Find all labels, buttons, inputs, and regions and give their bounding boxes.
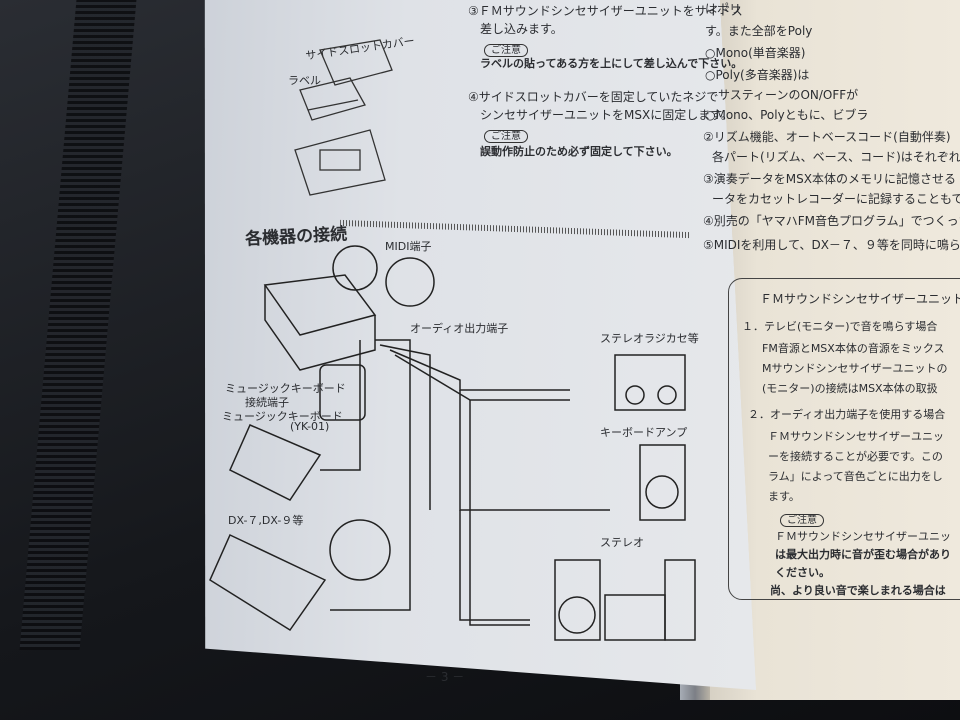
label-keyboard-port-2: 接続端子 — [245, 396, 289, 409]
label-stereo: ステレオ — [600, 536, 644, 549]
right-line: ⑤MIDIを利用して、DX－７、９等を同時に鳴ら — [703, 238, 960, 252]
step-4-line1: ④サイドスロットカバーを固定していたネジで — [468, 90, 719, 104]
label-radio: ステレオラジカセ等 — [600, 332, 699, 345]
notice-item: １．テレビ(モニター)で音を鳴らす場合 — [742, 320, 938, 333]
label-keyboard: ミュージックキーボード — [222, 410, 343, 423]
slot-illustration — [294, 39, 393, 196]
notice-note: ＦＭサウンドシンセサイザーユニッ — [775, 530, 951, 543]
notice-note: 尚、より良い音で楽しまれる場合は — [770, 584, 946, 597]
right-line: ○Mono、Polyともに、ビブラ — [705, 108, 869, 122]
keyboard-amp — [639, 444, 686, 521]
audio-callout — [385, 257, 435, 307]
label-audio-out: オーディオ出力端子 — [410, 322, 509, 335]
right-line: ータをカセットレコーダーに記録することもで — [712, 192, 960, 206]
notice-item: ーを接続することが必要です。この — [768, 450, 943, 463]
notice-item: Mサウンドシンセサイザーユニットの — [762, 362, 948, 375]
note-text-1: ラベルの貼ってある方を上にして差し込んで下さい。 — [480, 57, 743, 70]
notice-box — [728, 278, 960, 600]
connection-diagram — [209, 245, 696, 641]
midi-callout — [332, 245, 378, 291]
midi-callout-dx — [329, 519, 391, 581]
notice-item: ラム」によって音色ごとに出力をし — [768, 470, 943, 483]
step-3-line1: ③ＦＭサウンドシンセサイザーユニットをサイドス — [468, 4, 743, 18]
notice-item: ２．オーディオ出力端子を使用する場合 — [748, 408, 946, 421]
notice-item: ＦＭサウンドシンセサイザーユニッ — [768, 430, 944, 443]
label-dx: DX-７,DX-９等 — [228, 514, 304, 527]
step-3-line2: 差し込みます。 — [480, 22, 563, 36]
right-line: サスティーンのON/OFFが — [718, 88, 859, 102]
label-keyboard-model: (YK-01) — [290, 420, 330, 433]
right-line: 各パート(リズム、ベース、コード)はそれぞれ — [712, 150, 960, 164]
note-badge: ご注意 — [484, 130, 528, 143]
step-4-line2: シンセサイザーユニットをMSXに固定します。 — [480, 108, 733, 122]
note-badge: ご注意 — [484, 44, 528, 57]
label-midi: MIDI端子 — [385, 240, 432, 253]
notice-note: は最大出力時に音が歪む場合があり — [775, 548, 951, 561]
right-line: はポリ — [705, 2, 742, 16]
right-line: ③演奏データをMSX本体のメモリに記憶させる — [703, 172, 956, 186]
keyboard-port-callout — [319, 364, 366, 421]
msx-unit — [263, 274, 377, 336]
notice-item: FM音源とMSX本体の音源をミックス — [762, 342, 945, 355]
right-line: ②リズム機能、オートベースコード(自動伴奏) — [703, 130, 951, 144]
right-line: す。また全部をPoly — [705, 24, 813, 38]
right-line: ○Poly(多音楽器)は — [705, 68, 810, 82]
stereo-speaker-left — [554, 559, 601, 641]
right-line: ④別売の「ヤマハFM音色プログラム」でつくった — [703, 214, 960, 228]
notice-item: (モニター)の接続はMSX本体の取扱 — [762, 382, 938, 395]
label-keyboard-port: ミュージックキーボード — [225, 382, 346, 395]
label-amp: キーボードアンプ — [600, 426, 688, 439]
stereo-deck — [604, 594, 666, 641]
note-badge: ご注意 — [780, 514, 824, 527]
page-number: － 3 － — [425, 670, 465, 684]
notice-note: ください。 — [775, 566, 830, 579]
right-line: ○Mono(単音楽器) — [705, 46, 806, 60]
stereo-speaker-right — [664, 559, 696, 641]
label-sticker: ラベル — [288, 74, 321, 87]
music-keyboard — [229, 424, 322, 501]
dx-keyboard — [209, 533, 327, 632]
note-text-2: 誤動作防止のため必ず固定して下さい。 — [480, 145, 678, 158]
stereo-radio — [614, 354, 686, 411]
notice-item: ます。 — [768, 490, 800, 503]
notice-box-title: ＦＭサウンドシンセサイザーユニットの — [760, 292, 960, 306]
